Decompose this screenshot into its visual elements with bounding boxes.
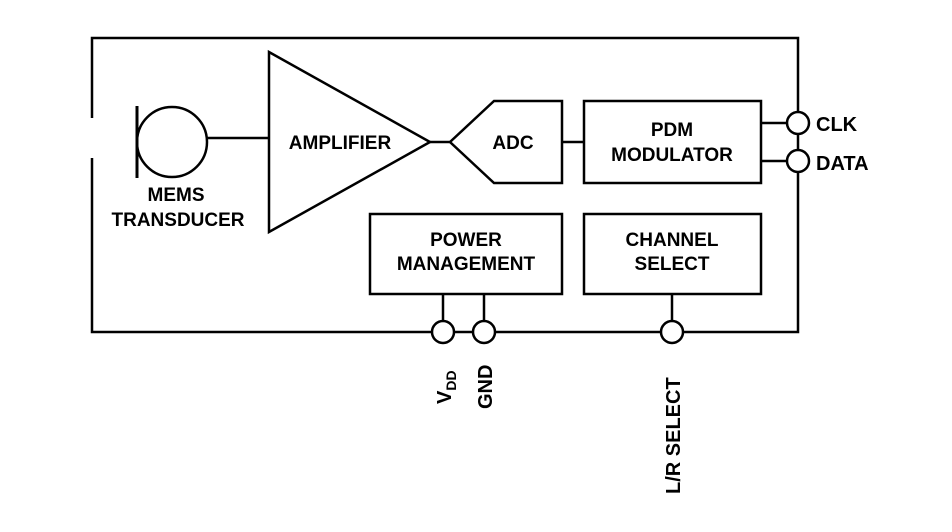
data-pin-label: DATA bbox=[816, 153, 869, 175]
vdd-subscript: DD bbox=[443, 370, 459, 390]
adc-label: ADC bbox=[492, 133, 533, 154]
amplifier-label: AMPLIFIER bbox=[289, 133, 392, 154]
data-pin bbox=[785, 148, 811, 174]
lr-select-pin bbox=[659, 319, 685, 345]
vdd-pin-label: VDD bbox=[434, 370, 459, 404]
pdm-label-line1: PDM bbox=[651, 120, 693, 141]
lr-select-pin-label: L/R SELECT bbox=[663, 377, 685, 494]
amplifier-block bbox=[267, 49, 433, 235]
package-outline bbox=[90, 36, 800, 334]
pdm-label-line2: MODULATOR bbox=[611, 145, 733, 166]
clk-pin bbox=[785, 110, 811, 136]
power-label-line2: MANAGEMENT bbox=[397, 254, 536, 275]
vdd-pin bbox=[430, 319, 456, 345]
gnd-pin bbox=[471, 319, 497, 345]
transducer-label-line2: TRANSDUCER bbox=[112, 210, 245, 231]
channel-label-line2: SELECT bbox=[635, 254, 710, 275]
clk-pin-label: CLK bbox=[816, 114, 858, 136]
channel-label-line1: CHANNEL bbox=[626, 230, 719, 251]
power-management-block bbox=[368, 212, 564, 296]
pdm-modulator-block bbox=[582, 99, 763, 185]
power-label-line1: POWER bbox=[430, 230, 502, 251]
transducer-diaphragm bbox=[135, 105, 209, 179]
transducer-label-line1: MEMS bbox=[148, 185, 205, 206]
gnd-pin-label: GND bbox=[475, 365, 497, 409]
vdd-main: V bbox=[434, 390, 456, 404]
